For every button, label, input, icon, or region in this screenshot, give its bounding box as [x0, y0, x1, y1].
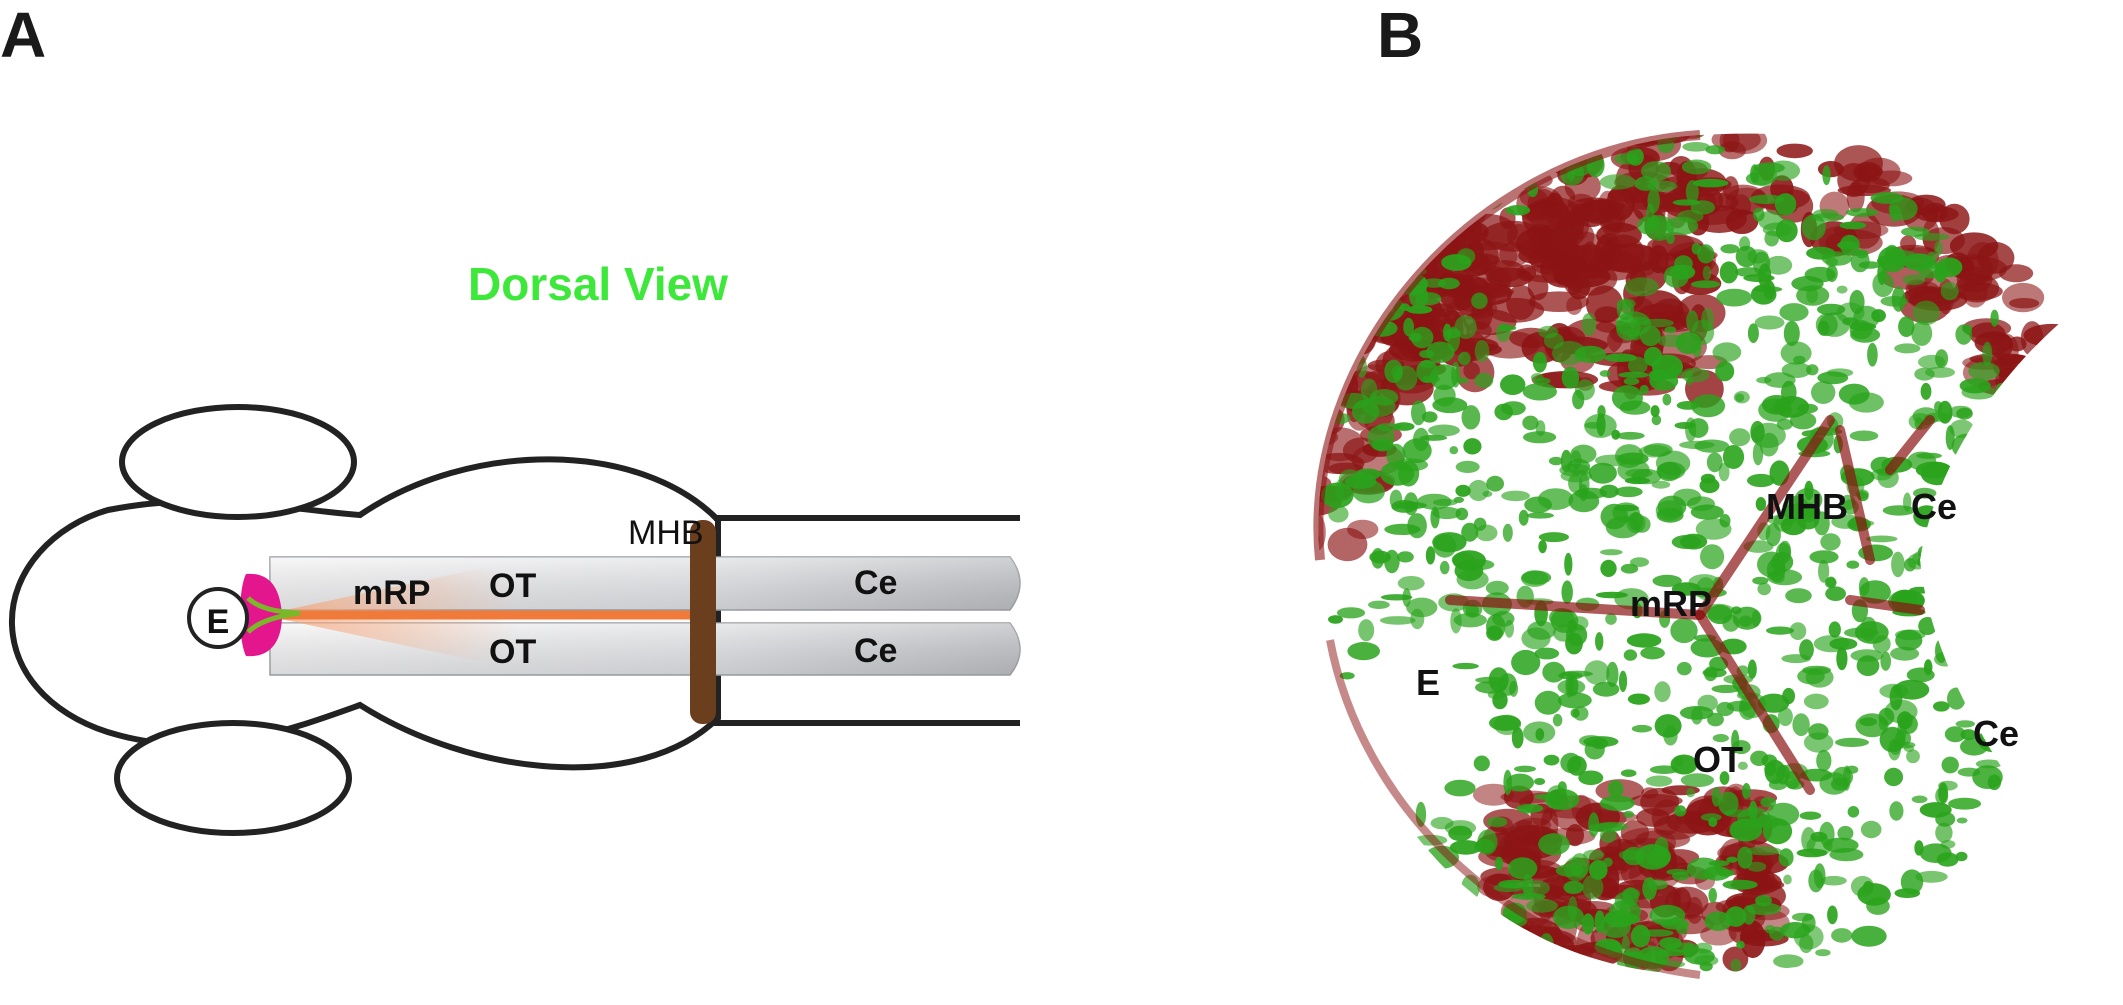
- bottom-eye-oval: [114, 720, 352, 836]
- eye-circle: [187, 587, 249, 649]
- tissue-rim: [1313, 130, 1701, 561]
- fish-head-schematic: E mRP OT OT Ce Ce MHB: [8, 404, 1021, 836]
- label-mhb-b: MHB: [1766, 486, 1848, 527]
- eye-green-ray: [246, 596, 301, 634]
- confocal-3d-render: [1318, 133, 2080, 976]
- panel-b-labels: MHB Ce mRP E OT Ce: [1416, 486, 2019, 780]
- label-ot-bottom-a: OT: [489, 633, 536, 671]
- label-ce-top-b: Ce: [1911, 486, 1957, 527]
- panel-b-letter: B: [1377, 0, 1423, 71]
- label-ce-bottom-b: Ce: [1973, 713, 2019, 754]
- panel-a-letter: A: [0, 0, 46, 71]
- label-mrp-a: mRP: [353, 574, 430, 612]
- eye-pink-crescent: [240, 573, 282, 657]
- label-mhb-a: MHB: [628, 514, 704, 552]
- label-ce-bottom-a: Ce: [854, 632, 897, 670]
- top-eye-oval: [119, 404, 357, 520]
- label-ce-top-a: Ce: [854, 564, 897, 602]
- mhb-bar: [690, 520, 716, 724]
- dorsal-view-title: Dorsal View: [468, 258, 728, 310]
- label-e-a: E: [207, 603, 230, 641]
- label-ot-top-a: OT: [489, 567, 536, 605]
- label-mrp-b: mRP: [1630, 583, 1712, 624]
- label-e-b: E: [1416, 662, 1440, 703]
- label-ot-b: OT: [1693, 739, 1743, 780]
